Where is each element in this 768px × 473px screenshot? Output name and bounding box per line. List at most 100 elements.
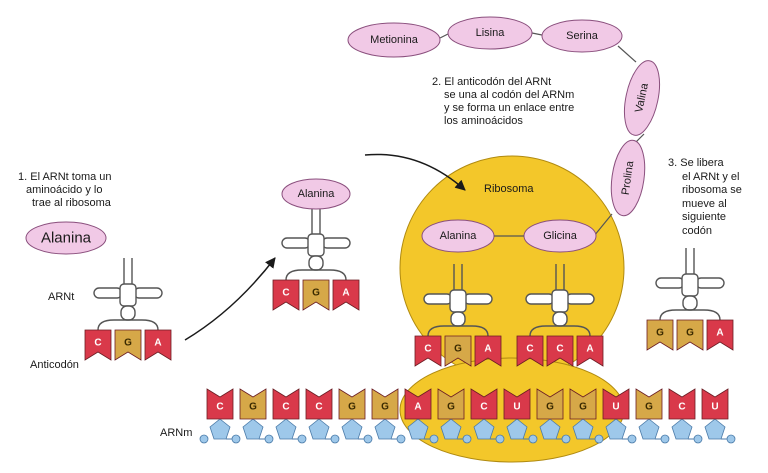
mrna-base-label: C	[678, 402, 685, 413]
mrna-base-label: G	[546, 402, 554, 413]
anticodon-base-label: C	[94, 338, 101, 349]
mrna-phosphate	[363, 434, 373, 444]
trna-body	[551, 289, 569, 313]
trna-left-arm	[93, 287, 123, 299]
mrna-base-label: U	[513, 402, 520, 413]
peptide-amino-acid-label: Prolina	[620, 159, 637, 195]
mrna-base	[602, 388, 630, 420]
anticodon-base	[576, 335, 604, 367]
mrna-base	[338, 388, 366, 420]
step2-text: 2. El anticodón del ARNt se una al codón…	[432, 76, 574, 127]
mrna-phosphate	[330, 434, 340, 444]
step3-line3: ribosoma se	[682, 184, 742, 196]
mrna-sugar	[473, 418, 495, 440]
peptide-amino-acid: Metionina	[347, 22, 441, 58]
trna-loop	[552, 311, 568, 327]
mrna-sugar	[605, 418, 627, 440]
anticodon-base-label: C	[526, 344, 533, 355]
step2-line4: los aminoácidos	[444, 115, 523, 127]
mrna-phosphate	[429, 434, 439, 444]
trna-right-arm	[321, 237, 351, 249]
mrna-phosphate	[199, 434, 209, 444]
trna-right-arm	[565, 293, 595, 305]
ribosome-amino-acid-label: Alanina	[440, 230, 478, 242]
anticodon-base-label: G	[454, 344, 462, 355]
mrna-base-label: C	[480, 402, 487, 413]
anticodon-label: Anticodón	[30, 359, 79, 371]
mrna-base	[635, 388, 663, 420]
trna-anticodon-arm	[529, 325, 591, 337]
trna-anticodon-arm	[427, 325, 489, 337]
peptide-amino-acid-shape	[541, 19, 623, 53]
trna-anticodon-arm	[285, 269, 347, 281]
mrna-sugar	[308, 418, 330, 440]
anticodon-base	[84, 329, 112, 361]
trna-loop	[450, 311, 466, 327]
peptide-amino-acid: Prolina	[610, 139, 646, 217]
anticodon-base	[474, 335, 502, 367]
anticodon-base-label: G	[656, 328, 664, 339]
mrna-phosphate	[726, 434, 736, 444]
ribosome-amino-acid-label: Glicina	[543, 230, 578, 242]
step1-line1: 1. El ARNt toma un	[18, 171, 112, 183]
anticodon-base	[676, 319, 704, 351]
arrow-to-trna	[184, 257, 276, 341]
step3-line5: siguiente	[682, 211, 726, 223]
trna-body	[119, 283, 137, 307]
mrna-base-label: U	[711, 402, 718, 413]
mrna-base	[668, 388, 696, 420]
mrna-sugar	[242, 418, 264, 440]
mrna-base	[404, 388, 432, 420]
trna-body	[307, 233, 325, 257]
anticodon-base-label: A	[342, 288, 349, 299]
peptide-bond	[617, 45, 637, 63]
trna-right-arm	[463, 293, 493, 305]
mrna-base	[569, 388, 597, 420]
mrna-sugar	[374, 418, 396, 440]
anticodon-base	[546, 335, 574, 367]
peptide-bond	[439, 33, 449, 39]
mrna-base	[470, 388, 498, 420]
mrna-sugar	[506, 418, 528, 440]
mrna-sugar	[209, 418, 231, 440]
peptide-amino-acid-shape	[623, 60, 661, 136]
anticodon-base	[272, 279, 300, 311]
peptide-bond	[531, 32, 543, 36]
mrna-base-label: G	[249, 402, 257, 413]
mrna-phosphate	[297, 434, 307, 444]
step2-line1: 2. El anticodón del ARNt	[432, 76, 551, 88]
anticodon-base	[414, 335, 442, 367]
mrna-phosphate	[693, 434, 703, 444]
peptide-amino-acid: Valina	[623, 60, 661, 136]
anticodon-base	[332, 279, 360, 311]
trna-left-arm	[423, 293, 453, 305]
peptide-amino-acid: Serina	[541, 19, 623, 53]
step3-line1: 3. Se libera	[668, 157, 725, 169]
anticodon-base-label: C	[282, 288, 289, 299]
arnt-label: ARNt	[48, 291, 74, 303]
mrna-sugar	[704, 418, 726, 440]
trna-right-arm	[695, 277, 725, 289]
mrna-base	[437, 388, 465, 420]
mrna-sugar	[341, 418, 363, 440]
peptide-amino-acid-label: Metionina	[370, 34, 419, 46]
mrna-base	[371, 388, 399, 420]
mrna-base	[536, 388, 564, 420]
mrna-phosphate	[594, 434, 604, 444]
anticodon-base-label: A	[484, 344, 491, 355]
mrna-base-label: G	[381, 402, 389, 413]
mrna-base-label: A	[414, 402, 421, 413]
peptide-amino-acid-shape	[610, 139, 646, 217]
peptide-bond	[593, 213, 613, 237]
peptide-amino-acid-label: Lisina	[476, 27, 506, 39]
mrna-base-label: C	[216, 402, 223, 413]
trna-anticodon-arm	[659, 309, 721, 321]
mrna-base	[206, 388, 234, 420]
